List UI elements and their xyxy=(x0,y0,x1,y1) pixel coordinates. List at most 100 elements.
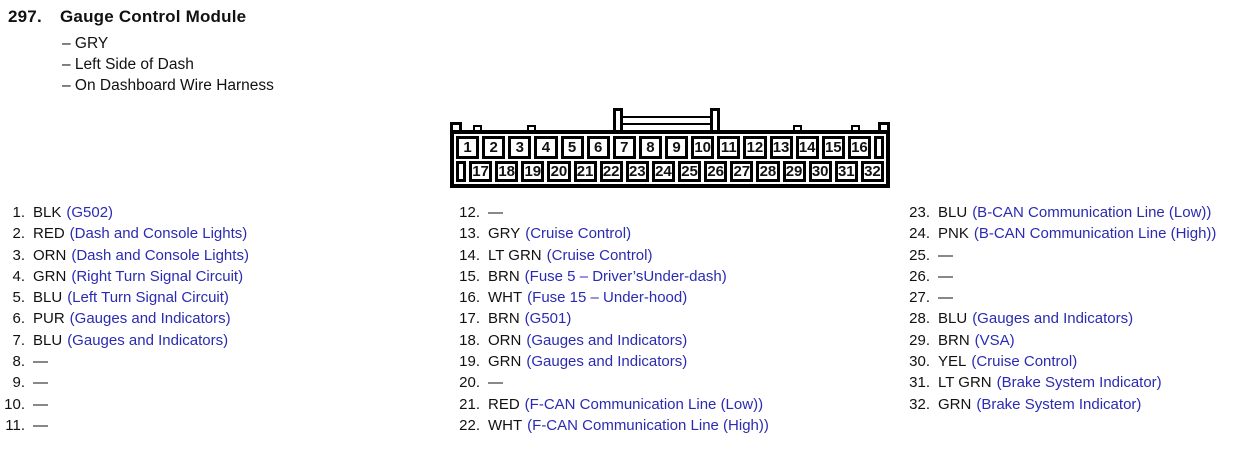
pin-number: 18. xyxy=(459,331,480,349)
wire-color: — xyxy=(488,204,503,221)
circuit-label: (Gauges and Indicators) xyxy=(972,310,1134,328)
pin-row: 20.— xyxy=(455,372,769,393)
pin-number: 9. xyxy=(12,374,25,392)
title-line: 297. Gauge Control Module xyxy=(8,7,274,27)
section-number: 297. xyxy=(8,7,42,26)
pin-row: 15.BRN(Fuse 5 – Driver’sUnder-dash) xyxy=(455,266,769,287)
wire-color: ORN xyxy=(488,331,522,349)
pin-row: 7.BLU(Gauges and Indicators) xyxy=(4,330,249,351)
circuit-label: (G502) xyxy=(66,204,114,221)
pin-number: 22. xyxy=(459,416,480,434)
wire-color: BRN xyxy=(488,310,520,328)
pin-row: 16.WHT(Fuse 15 – Under-hood) xyxy=(455,287,769,308)
detail-line-harness: – On Dashboard Wire Harness xyxy=(62,77,274,94)
wire-color: — xyxy=(938,246,953,264)
wire-color: WHT xyxy=(488,289,523,307)
pin-row: 25. — xyxy=(900,245,1216,266)
detail-line-location: – Left Side of Dash xyxy=(62,56,194,73)
pin-number: 25. xyxy=(909,246,930,264)
wire-color: — xyxy=(938,267,953,285)
wire-color: — xyxy=(33,416,48,434)
wire-color: — xyxy=(33,374,48,392)
circuit-label: (Dash and Console Lights) xyxy=(69,225,248,243)
wire-color: PNK xyxy=(938,225,969,243)
pin-number: 11. xyxy=(5,416,25,434)
pin-row: 29.BRN(VSA) xyxy=(900,330,1216,351)
pin-row: 14.LT GRN(Cruise Control) xyxy=(455,245,769,266)
connector-pin-cell-4: 4 xyxy=(534,136,558,160)
connector-pin-cell-28: 28 xyxy=(756,161,780,182)
connector-pin-cell-16: 16 xyxy=(847,136,871,160)
pin-number: 12. xyxy=(459,204,480,221)
page-title: Gauge Control Module xyxy=(60,7,247,26)
circuit-label: (VSA) xyxy=(974,331,1015,349)
connector-pin-cell-12: 12 xyxy=(743,136,767,160)
connector-pin-cell-20: 20 xyxy=(547,161,571,182)
circuit-label: (Brake System Indicator) xyxy=(976,395,1142,413)
pin-number: 26. xyxy=(909,267,930,285)
wire-color: BRN xyxy=(488,267,520,285)
wire-color: GRN xyxy=(488,353,522,371)
pin-list-column-3: 23. BLU(B-CAN Communication Line (Low)) 24… xyxy=(900,202,1216,415)
pin-number: 4. xyxy=(12,267,25,285)
pin-row: 28.BLU(Gauges and Indicators) xyxy=(900,308,1216,329)
wire-color: — xyxy=(33,353,48,371)
connector-pin-cell-8: 8 xyxy=(638,136,662,160)
connector-latch-bar xyxy=(620,116,712,125)
pin-row: 9. — xyxy=(4,372,249,393)
wire-color: BLU xyxy=(938,204,968,221)
connector-pin-cell-24: 24 xyxy=(651,161,675,182)
pin-row: 30.YEL(Cruise Control) xyxy=(900,351,1216,372)
pin-row: 3. ORN(Dash and Console Lights) xyxy=(4,245,249,266)
circuit-label: (B-CAN Communication Line (Low)) xyxy=(972,204,1212,221)
connector-pin-cell-21: 21 xyxy=(573,161,597,182)
pin-row: 8.— xyxy=(4,351,249,372)
pin-row: 24.PNK(B-CAN Communication Line (High)) xyxy=(900,223,1216,244)
wire-color: ORN xyxy=(33,246,67,264)
circuit-label: (B-CAN Communication Line (High)) xyxy=(973,225,1217,243)
circuit-label: (Gauges and Indicators) xyxy=(67,331,229,349)
connector-pin-cell-26: 26 xyxy=(704,161,728,182)
connector-pin-cell-17: 17 xyxy=(469,161,493,182)
pin-number: 19. xyxy=(459,353,480,371)
connector-blank-cell xyxy=(456,161,466,182)
wire-color: RED xyxy=(488,395,520,413)
connector-pin-cell-23: 23 xyxy=(625,161,649,182)
wire-color: LT GRN xyxy=(938,374,992,392)
pin-number: 21. xyxy=(459,395,480,413)
circuit-label: (Left Turn Signal Circuit) xyxy=(67,289,229,307)
pin-row: 32.GRN(Brake System Indicator) xyxy=(900,394,1216,415)
pin-number: 23. xyxy=(909,204,930,221)
circuit-label: (Fuse 5 – Driver’sUnder-dash) xyxy=(524,267,727,285)
pin-row: 4.GRN(Right Turn Signal Circuit) xyxy=(4,266,249,287)
connector-pin-cell-13: 13 xyxy=(769,136,793,160)
connector-pin-cell-15: 15 xyxy=(821,136,845,160)
pin-row: 1.BLK(G502) xyxy=(4,202,249,223)
pin-number: 3. xyxy=(12,246,25,264)
connector-pin-cell-30: 30 xyxy=(808,161,832,182)
pin-number: 2. xyxy=(12,225,25,243)
wire-color: — xyxy=(938,289,953,307)
circuit-label: (Gauges and Indicators) xyxy=(69,310,231,328)
pin-number: 1. xyxy=(12,204,25,221)
detail-line-color: – GRY xyxy=(62,35,109,52)
connector-pin-cell-2: 2 xyxy=(482,136,506,160)
wire-color: BLU xyxy=(33,331,63,349)
circuit-label: (Dash and Console Lights) xyxy=(71,246,249,264)
connector-pin-cell-31: 31 xyxy=(834,161,858,182)
pin-number: 16. xyxy=(459,289,480,307)
connector-pin-cell-22: 22 xyxy=(599,161,623,182)
pin-number: 31. xyxy=(909,374,930,392)
pin-row: 17.BRN(G501) xyxy=(455,308,769,329)
circuit-label: (F-CAN Communication Line (Low)) xyxy=(524,395,764,413)
pin-row: 5.BLU(Left Turn Signal Circuit) xyxy=(4,287,249,308)
connector-pin-cell-14: 14 xyxy=(795,136,819,160)
circuit-label: (Right Turn Signal Circuit) xyxy=(71,267,244,285)
wire-color: LT GRN xyxy=(488,246,542,264)
pin-row: 31.LT GRN(Brake System Indicator) xyxy=(900,372,1216,393)
pin-number: 30. xyxy=(909,353,930,371)
pin-row: 10.— xyxy=(4,394,249,415)
